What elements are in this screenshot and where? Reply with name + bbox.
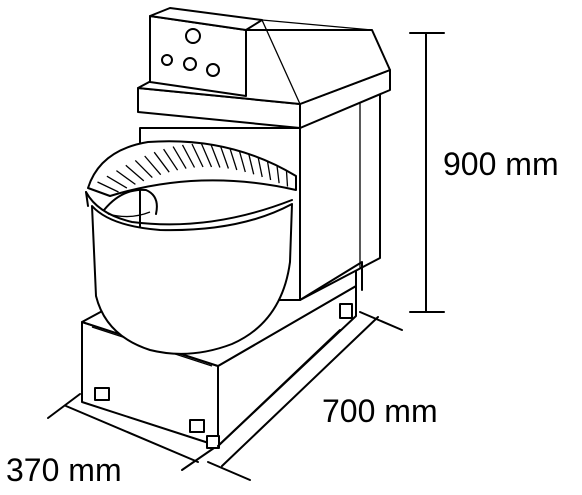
guard-rib — [163, 148, 179, 171]
guard-rib — [238, 150, 246, 173]
guard-rib — [200, 143, 213, 168]
guard-rib — [266, 161, 272, 181]
guard-rib — [285, 171, 289, 187]
dimension-height — [409, 32, 445, 313]
guard-rib — [276, 166, 280, 184]
dimension-width — [47, 393, 215, 471]
guard-rib — [134, 159, 153, 179]
guard-rib — [172, 146, 187, 169]
dimension-depth — [207, 311, 403, 481]
guard-ribs — [97, 143, 289, 193]
guard-rib — [116, 170, 136, 185]
guard-rib — [97, 181, 119, 193]
knob-middle-icon — [183, 57, 197, 71]
guard-rib — [219, 145, 230, 169]
guard-rib — [191, 143, 204, 168]
knob-top-icon — [185, 28, 201, 44]
guard-rib — [106, 175, 128, 189]
guard-rib — [144, 155, 162, 176]
depth-label: 700 mm — [322, 393, 438, 429]
guard-rib — [153, 151, 170, 173]
height-label: 900 mm — [443, 146, 559, 182]
guard-rib — [210, 144, 221, 168]
guard-rib — [181, 144, 196, 168]
knob-right-icon — [206, 63, 220, 77]
guard-rib — [248, 153, 255, 175]
guard-rib — [229, 147, 238, 171]
knob-left-icon — [161, 54, 173, 66]
width-label: 370 mm — [6, 452, 122, 488]
bowl-guard — [85, 140, 297, 226]
mixer-head — [137, 7, 391, 129]
guard-rib — [125, 164, 145, 182]
guard-rib — [257, 157, 263, 178]
mixer-bowl — [91, 188, 293, 355]
